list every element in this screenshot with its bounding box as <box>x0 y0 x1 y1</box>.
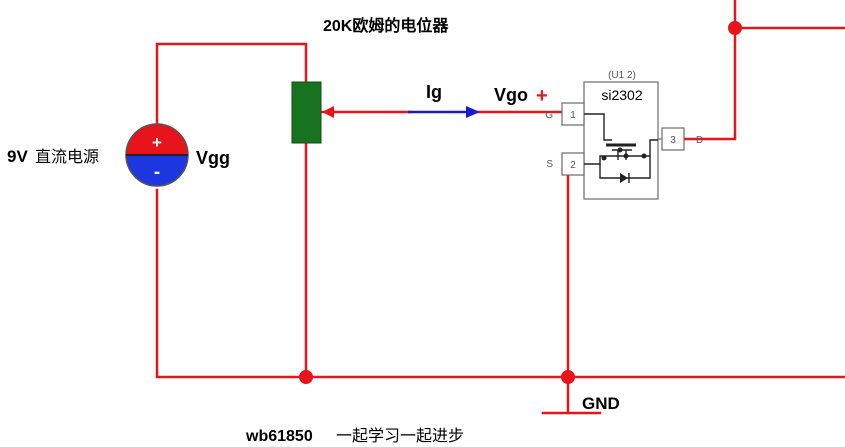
body-diode-icon <box>620 173 628 183</box>
current-arrow <box>408 106 480 118</box>
potentiometer-title: 20K欧姆的电位器 <box>323 16 449 35</box>
mosfet-node-dot <box>617 147 623 153</box>
junction-dot <box>728 21 742 35</box>
junction-dot <box>299 370 313 384</box>
mosfet-node-dot <box>623 153 629 159</box>
pin-1-number: 1 <box>570 110 576 121</box>
gate-voltage-label: Vgo <box>494 85 528 105</box>
ground-label: GND <box>582 394 620 413</box>
gate-plus-sign: + <box>536 85 548 107</box>
junctions <box>299 21 742 384</box>
potentiometer <box>291 81 334 144</box>
source-name-label: Vgg <box>196 148 230 168</box>
current-arrow-head-icon <box>466 106 480 118</box>
wires <box>155 0 845 415</box>
pin-s-label: S <box>546 159 553 170</box>
current-label: Ig <box>426 82 442 102</box>
pin-d-label: D <box>696 135 703 146</box>
wire-source-to-pot <box>155 42 308 125</box>
potentiometer-body <box>291 81 322 144</box>
mosfet-node-dot <box>601 155 607 161</box>
pin-g-label: G <box>545 110 553 121</box>
footer-cjk: 一起学习一起进步 <box>336 426 464 445</box>
source-voltage-prefix: 9V <box>7 147 28 166</box>
footer-id: wb61850 <box>245 428 313 445</box>
mosfet-symbol-icon <box>584 113 658 179</box>
mosfet-ref-label: (U1 2) <box>608 70 636 81</box>
wire-source-to-ground <box>155 188 845 379</box>
junction-dot <box>561 370 575 384</box>
source-minus-sign: - <box>154 162 160 183</box>
pin-2-number: 2 <box>570 160 576 171</box>
wire-drain <box>682 0 737 141</box>
mosfet-part-label: si2302 <box>601 87 642 103</box>
source-cjk-label: 直流电源 <box>35 147 99 166</box>
dc-source: + - <box>125 123 189 187</box>
pin-3-number: 3 <box>670 135 676 146</box>
source-plus-sign: + <box>152 133 162 152</box>
wiper-arrow-icon <box>322 106 334 118</box>
mosfet-component <box>561 81 685 200</box>
mosfet-node-dot <box>641 153 647 159</box>
